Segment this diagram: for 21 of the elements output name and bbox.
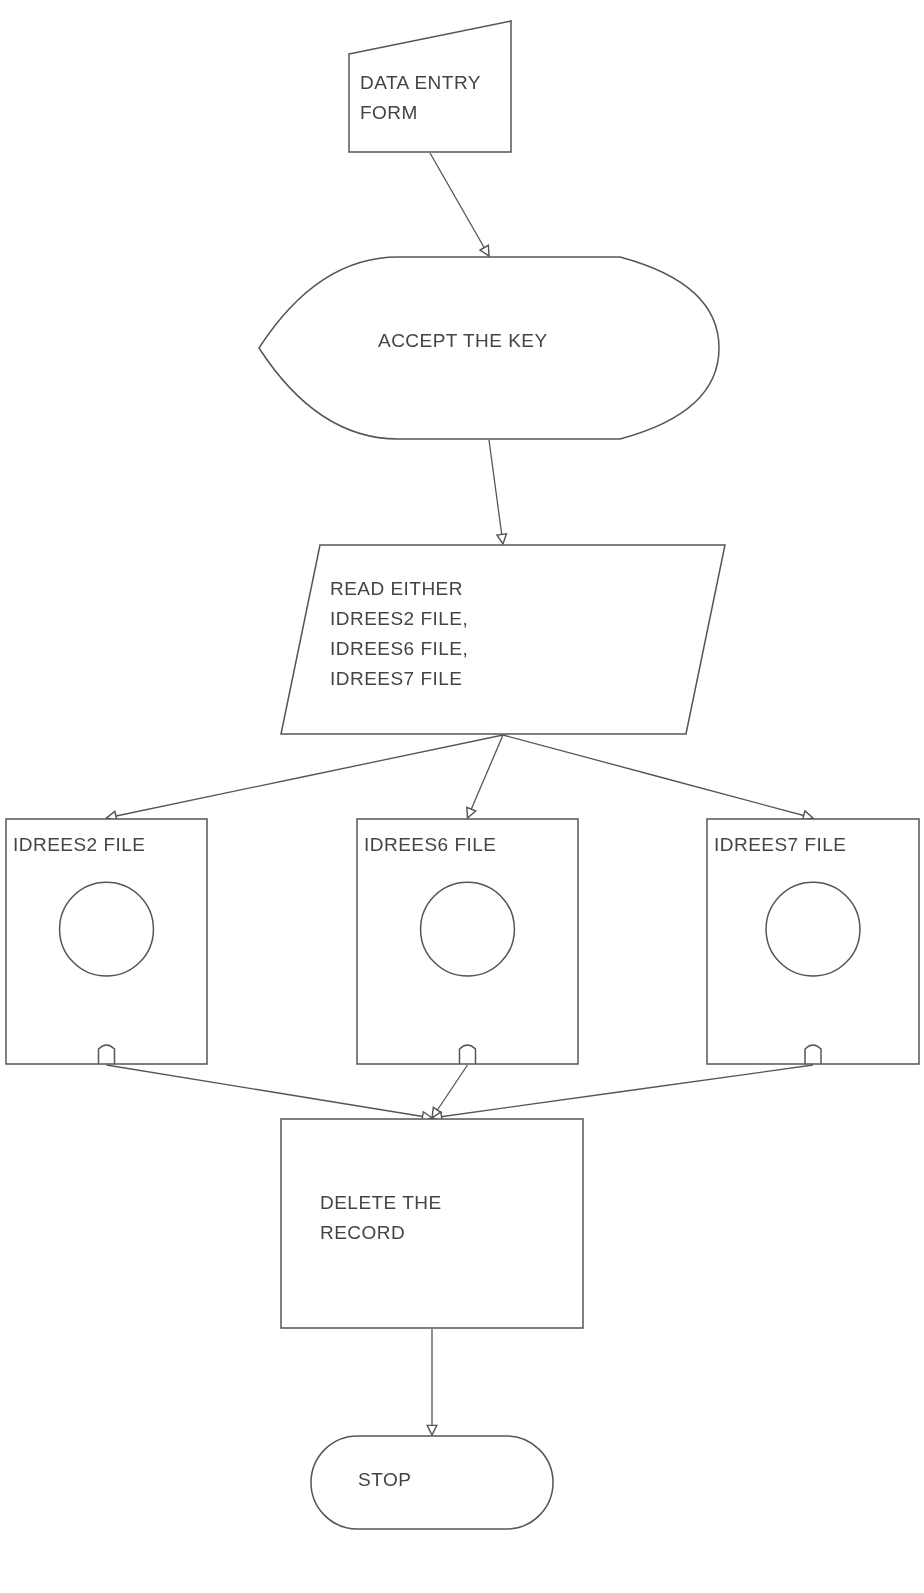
node-label: ACCEPT THE KEY bbox=[378, 329, 549, 353]
arrow bbox=[429, 152, 490, 257]
node-label: IDREES2 FILE bbox=[13, 833, 147, 857]
node-label: READ EITHER IDREES2 FILE, IDREES6 FILE, IDREES7 FILE bbox=[330, 577, 470, 691]
node-label: IDREES6 FILE bbox=[364, 833, 498, 857]
disk-storage-box bbox=[5, 818, 208, 1065]
arrow bbox=[502, 734, 814, 821]
arrow bbox=[426, 1328, 438, 1436]
node-label: IDREES7 FILE bbox=[714, 833, 848, 857]
node-label: STOP bbox=[358, 1468, 413, 1492]
manual-input-shape bbox=[348, 20, 512, 153]
node-label: DELETE THE RECORD bbox=[320, 1191, 443, 1245]
process-box bbox=[280, 1118, 584, 1329]
disk-storage-box bbox=[356, 818, 579, 1065]
node-label: DATA ENTRY FORM bbox=[360, 71, 482, 125]
disk-storage-box bbox=[706, 818, 920, 1065]
input-output-parallelogram bbox=[280, 544, 726, 735]
display-shape bbox=[258, 256, 720, 440]
arrow bbox=[431, 1064, 469, 1119]
arrow bbox=[466, 734, 504, 819]
arrow bbox=[488, 439, 508, 545]
